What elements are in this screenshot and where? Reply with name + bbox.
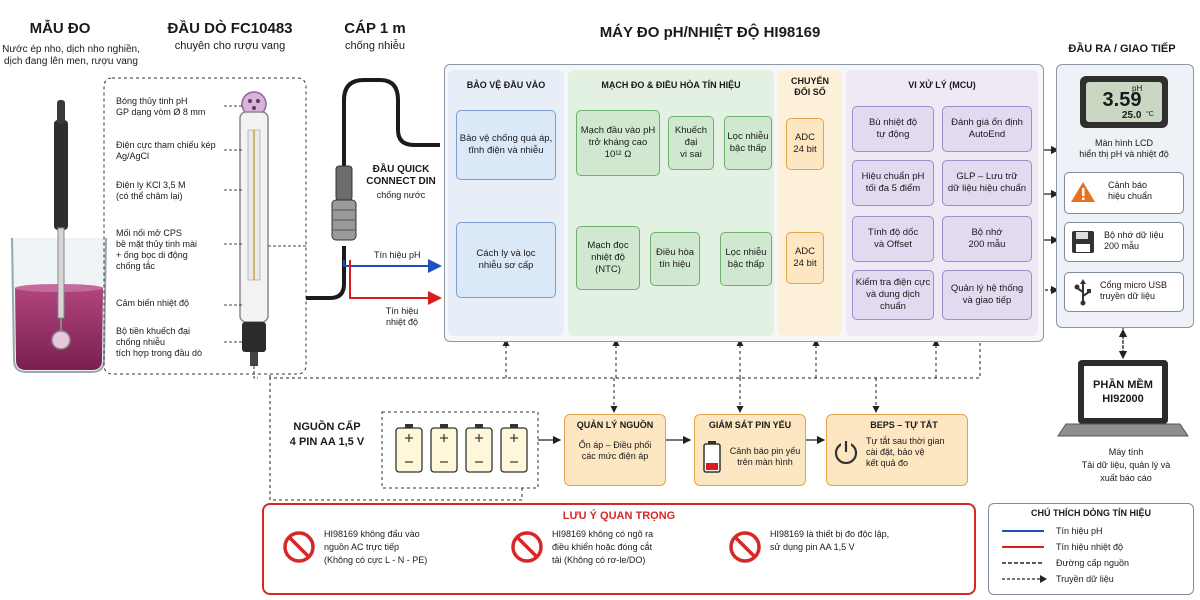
section-measure-title: MẠCH ĐO & ĐIỀU HÒA TÍN HIỆU: [601, 80, 741, 90]
lcd-temp-unit: °C: [1146, 111, 1154, 118]
connector-sublabel: chống nước: [376, 190, 426, 200]
probe-label-reference: Điện cực tham chiếu kép Ag/AgCl: [116, 140, 216, 161]
probe-illustration: [239, 91, 269, 366]
legend-temperature: Tín hiệu nhiệt độ: [1056, 542, 1124, 552]
din-connector: [331, 165, 357, 241]
cable-lower: [306, 246, 346, 300]
warning-label: Cảnh báo hiệu chuẩn: [1108, 180, 1153, 201]
section-input-title: BẢO VỆ ĐẦU VÀO: [466, 80, 546, 90]
probe-label-junction: Mối nối mở CPS bề mặt thủy tinh mài + ốn…: [116, 228, 198, 271]
lcd-caption: Màn hình LCD hiển thị pH và nhiệt độ: [1079, 138, 1169, 159]
software-title: PHẦN MỀM HI92000: [1093, 379, 1153, 405]
legend-panel: [988, 503, 1194, 595]
battery-monitor-desc: Cảnh báo pin yếu trên màn hình: [729, 446, 801, 467]
legend-power: Đường cấp nguồn: [1056, 558, 1129, 568]
memory-label: Bộ nhớ dữ liệu 200 mẫu: [1104, 230, 1164, 251]
block-adc-ph: ADC 24 bit: [786, 118, 824, 170]
lcd-ph-value: 3.59: [1102, 89, 1142, 111]
power-management-card: [564, 414, 666, 486]
probe-label-electrolyte: Điện ly KCl 3,5 M (có thể châm lại): [116, 180, 186, 201]
temp-signal-arrow: [349, 260, 442, 305]
ph-signal-arrow: [343, 259, 442, 273]
output-title: ĐẦU RA / GIAO TIẾP: [1068, 43, 1176, 55]
floppy-disk-icon: [1072, 231, 1094, 253]
section-adc: [778, 70, 842, 336]
prohibited-icon: [511, 531, 543, 563]
legend-swatches: [1002, 530, 1047, 583]
block-adc-temp: ADC 24 bit: [786, 232, 824, 284]
note-standalone-device: HI98169 là thiết bị đo độc lập, sử dụng …: [770, 529, 890, 552]
lcd-ph-label: pH: [1132, 84, 1143, 93]
battery-pack-illustration: [270, 411, 539, 501]
ph-signal-label: Tín hiệu pH: [374, 250, 421, 260]
probe-title: ĐẦU DÒ FC10483: [167, 20, 293, 37]
probe-label-glass-bulb: Bóng thủy tinh pH GP dạng vòm Ø 8 mm: [116, 96, 206, 117]
block-ntc: Mạch đọc nhiệt độ (NTC): [576, 226, 640, 290]
lcd-temp-value: 25.0: [1122, 110, 1142, 121]
power-title: NGUỒN CẤP 4 PIN AA 1,5 V: [289, 421, 365, 448]
note-no-ac: HI98169 không đấu vào nguồn AC trực tiếp…: [324, 529, 428, 565]
battery-monitor-title: GIÁM SÁT PIN YẾU: [708, 420, 792, 430]
block-input-protection: Bảo vệ chống quá áp, tĩnh điện và nhiễu: [456, 110, 556, 180]
section-mcu-title: VI XỬ LÝ (MCU): [908, 80, 976, 90]
important-notes-title: LƯU Ý QUAN TRỌNG: [562, 510, 676, 522]
block-slope-offset: Tính độ dốc và Offset: [852, 216, 934, 262]
block-glp: GLP – Lưu trữ dữ liệu hiệu chuẩn: [942, 160, 1032, 206]
meter-title: MÁY ĐO pH/NHIỆT ĐỘ HI98169: [599, 24, 821, 41]
probe-label-preamp: Bộ tiền khuếch đại chống nhiễu tích hợp …: [116, 326, 202, 358]
usb-label: Cổng micro USB truyền dữ liệu: [1100, 280, 1168, 301]
legend-data: Truyền dữ liệu: [1056, 574, 1114, 584]
beps-desc: Tự tắt sau thời gian cài đặt, bảo vệ kết…: [866, 436, 945, 468]
prohibited-icon: [283, 531, 315, 563]
block-electrode-check: Kiểm tra điện cực và dung dịch chuẩn: [852, 270, 934, 320]
usb-icon: [1074, 279, 1091, 306]
block-calibration: Hiệu chuẩn pH tối đa 5 điểm: [852, 160, 934, 206]
power-management-desc: Ổn áp – Điều phối các mức điện áp: [578, 440, 652, 461]
block-isolation: Cách ly và lọc nhiễu sơ cấp: [456, 222, 556, 298]
legend-title: CHÚ THÍCH DÒNG TÍN HIỆU: [1031, 508, 1151, 518]
probe-frame: [103, 77, 307, 375]
lcd-screen: [1086, 82, 1162, 122]
connector-label: ĐẦU QUICK CONNECT DIN: [366, 164, 436, 187]
cable-title: CÁP 1 m: [344, 20, 406, 37]
probe-leaders: [224, 105, 306, 343]
block-lowpass-ph: Lọc nhiễu bậc thấp: [724, 116, 772, 170]
power-icon: [834, 440, 858, 465]
power-management-title: QUẢN LÝ NGUỒN: [576, 420, 654, 430]
cable-subtitle: chống nhiễu: [345, 40, 405, 52]
sample-description: Nước ép nho, dịch nho nghiền, dịch đang …: [2, 44, 140, 67]
legend-ph: Tín hiệu pH: [1056, 526, 1103, 536]
block-lowpass-temp: Lọc nhiễu bậc thấp: [720, 232, 772, 286]
block-memory: Bộ nhớ 200 mẫu: [942, 216, 1032, 262]
block-conditioning: Điều hòa tín hiệu: [650, 232, 700, 286]
beaker-illustration: [11, 100, 107, 373]
prohibited-icon: [729, 531, 761, 563]
beps-title: BEPS – TỰ TẮT: [870, 420, 938, 430]
temp-signal-label: Tín hiệu nhiệt độ: [385, 306, 419, 327]
note-no-control-output: HI98169 không có ngõ ra điều khiển hoặc …: [552, 529, 654, 565]
probe-label-temp-sensor: Cảm biến nhiệt độ: [116, 298, 190, 308]
probe-subtitle: chuyên cho rượu vang: [174, 40, 286, 52]
cable-upper: [342, 78, 440, 200]
block-ph-input: Mạch đầu vào pH trở kháng cao 10¹² Ω: [576, 110, 660, 176]
sample-title: MẪU ĐO: [29, 20, 91, 37]
memory-card: [1064, 222, 1184, 262]
beps-card: [826, 414, 968, 486]
section-adc-title: CHUYỂN ĐỔI SỐ: [790, 76, 829, 97]
important-notes-panel: [262, 503, 976, 595]
block-temp-compensation: Bù nhiệt độ tự động: [852, 106, 934, 152]
power-bus: [269, 334, 981, 500]
block-diff-amplifier: Khuếch đại vi sai: [668, 116, 714, 170]
software-caption: Máy tính Tải dữ liệu, quản lý và xuất bá…: [1081, 447, 1171, 483]
block-autoend: Đánh giá ổn định AutoEnd: [942, 106, 1032, 152]
low-battery-icon: [703, 441, 721, 473]
laptop-illustration: [1057, 360, 1189, 437]
warning-icon: [1071, 182, 1095, 202]
block-system-management: Quản lý hệ thống và giao tiếp: [942, 270, 1032, 320]
